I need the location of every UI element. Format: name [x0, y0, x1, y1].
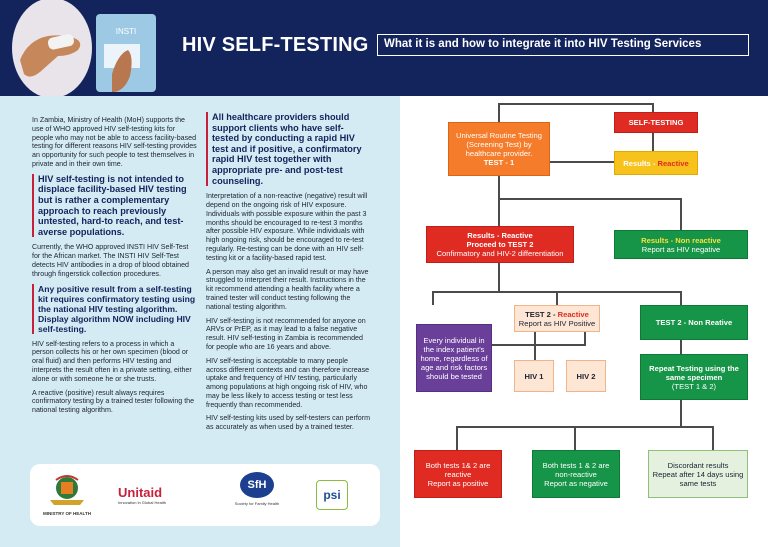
- hiv2-box: HIV 2: [566, 360, 606, 392]
- invalid-paragraph: A person may also get an invalid result …: [206, 267, 369, 311]
- test1-label: TEST - 1: [483, 158, 515, 167]
- connector: [680, 400, 682, 426]
- connector: [712, 426, 714, 450]
- psi-wordmark: psi: [323, 488, 341, 502]
- report-positive-label: Report as HIV Positive: [518, 318, 596, 328]
- connector: [432, 291, 434, 305]
- unitaid-logo: Unitaid Innovation in Global Health: [118, 472, 198, 518]
- connector: [652, 133, 654, 151]
- both-nonreactive-desc: Both tests 1 & 2 are non-reactive: [542, 460, 610, 479]
- text-column-2: All healthcare providers should support …: [206, 112, 370, 437]
- acceptable-paragraph: HIV self-testing is acceptable to many p…: [206, 356, 370, 409]
- self-test-reactive-box: Results - Reactive: [614, 151, 698, 175]
- both-nonreactive-box: Both tests 1 & 2 are non-reactive Report…: [532, 450, 620, 498]
- coat-of-arms-icon: [50, 475, 84, 505]
- universal-testing-desc: Universal Routine Testing (Screening Tes…: [456, 131, 542, 158]
- hero-photo: INSTI: [0, 0, 170, 96]
- self-testing-box: SELF-TESTING: [614, 112, 698, 133]
- self-test-result-prefix: Results -: [623, 158, 658, 168]
- test1-nonreactive-box: Results - Non reactive Report as HIV neg…: [614, 230, 748, 259]
- page-title: HIV SELF-TESTING: [182, 34, 369, 56]
- connector: [498, 176, 500, 198]
- arv-paragraph: HIV self-testing is not recommended for …: [206, 316, 366, 351]
- test2-reactive-word: Reactive: [557, 309, 589, 319]
- connector: [534, 332, 536, 344]
- text-column-1: In Zambia, Ministry of Health (MoH) supp…: [32, 116, 197, 420]
- connector: [498, 103, 500, 123]
- connector: [498, 198, 500, 226]
- repeat-testing-tests: (TEST 1 & 2): [671, 381, 717, 391]
- repeat-testing-box: Repeat Testing using the same specimen (…: [640, 354, 748, 400]
- both-reactive-report: Report as positive: [427, 478, 489, 488]
- intro-paragraph: In Zambia, Ministry of Health (MoH) supp…: [32, 116, 197, 168]
- sfh-wordmark: SfH: [240, 472, 274, 498]
- connector: [456, 426, 712, 428]
- header-banner: INSTI HIV SELF-TESTING What it is and ho…: [0, 0, 768, 96]
- hiv1-label: HIV 1: [524, 371, 544, 381]
- self-test-result-reactive: Reactive: [657, 158, 689, 168]
- unitaid-wordmark: Unitaid: [118, 485, 163, 500]
- discordant-box: Discordant results Repeat after 14 days …: [648, 450, 748, 498]
- accuracy-paragraph: HIV self-testing kits used by self-teste…: [206, 414, 371, 432]
- moh-label: MINISTRY OF HEALTH: [43, 511, 91, 516]
- connector: [498, 263, 500, 291]
- connector: [456, 426, 458, 450]
- both-reactive-desc: Both tests 1& 2 are reactive: [425, 460, 491, 479]
- hiv1-box: HIV 1: [514, 360, 554, 392]
- callout-positive-result: Any positive result from a self-testing …: [32, 283, 197, 334]
- connector: [680, 340, 682, 354]
- insti-paragraph: Currently, the WHO approved INSTI HIV Se…: [32, 243, 189, 278]
- index-testing-note: Every individual in the index patient's …: [420, 335, 488, 381]
- definition-paragraph: HIV self-testing refers to a process in …: [32, 339, 192, 383]
- connector: [652, 103, 654, 113]
- test2-prefix: TEST 2 -: [525, 309, 558, 319]
- connector: [498, 198, 680, 200]
- index-testing-box: Every individual in the index patient's …: [416, 324, 492, 392]
- test2-reactive-box: TEST 2 - Reactive Report as HIV Positive: [514, 305, 600, 332]
- callout-providers: All healthcare providers should support …: [206, 112, 370, 187]
- self-testing-label: SELF-TESTING: [628, 118, 684, 127]
- psi-logo: psi: [316, 480, 348, 510]
- connector: [584, 332, 586, 344]
- both-reactive-box: Both tests 1& 2 are reactive Report as p…: [414, 450, 502, 498]
- partner-logos: MINISTRY OF HEALTH Unitaid Innovation in…: [30, 464, 380, 526]
- test1-nonreactive-head: Results - Non reactive: [641, 235, 721, 245]
- confirmatory-label: Confirmatory and HIV-2 differentiation: [436, 249, 564, 258]
- test2-nonreactive-box: TEST 2 - Non Reative: [640, 305, 748, 340]
- connector: [548, 161, 614, 163]
- connector: [534, 346, 536, 360]
- test1-reactive-box: Results - Reactive Proceed to TEST 2 Con…: [426, 226, 574, 263]
- discordant-label: Discordant results: [667, 460, 729, 470]
- connector: [680, 198, 682, 230]
- connector: [574, 426, 576, 450]
- repeat-testing-label: Repeat Testing using the same specimen: [649, 363, 739, 382]
- test1-reactive-head: Results - Reactive: [467, 231, 533, 240]
- callout-complementary: HIV self-testing is not intended to disp…: [32, 173, 197, 238]
- proceed-test2: Proceed to TEST 2: [466, 240, 534, 249]
- sfh-logo: SfH Society for Family Health: [230, 472, 284, 518]
- unitaid-tagline: Innovation in Global Health: [118, 500, 167, 505]
- reactive-paragraph: A reactive (positive) result always requ…: [32, 388, 195, 415]
- discordant-action: Repeat after 14 days using same tests: [652, 469, 744, 488]
- moh-logo: MINISTRY OF HEALTH: [42, 472, 92, 518]
- test2-nonreactive-label: TEST 2 - Non Reative: [655, 318, 733, 327]
- connector: [474, 344, 586, 346]
- report-negative-label: Report as HIV negative: [641, 244, 721, 254]
- page-subtitle: What it is and how to integrate it into …: [377, 34, 749, 56]
- kit-label: INSTI: [116, 27, 136, 36]
- both-nonreactive-report: Report as negative: [544, 478, 608, 488]
- connector: [556, 291, 558, 305]
- nonreactive-paragraph: Interpretation of a non-reactive (negati…: [206, 192, 368, 262]
- connector: [680, 291, 682, 305]
- universal-testing-box: Universal Routine Testing (Screening Tes…: [448, 122, 550, 176]
- sfh-tagline: Society for Family Health: [234, 501, 280, 506]
- hiv2-label: HIV 2: [576, 371, 596, 381]
- connector: [498, 103, 652, 105]
